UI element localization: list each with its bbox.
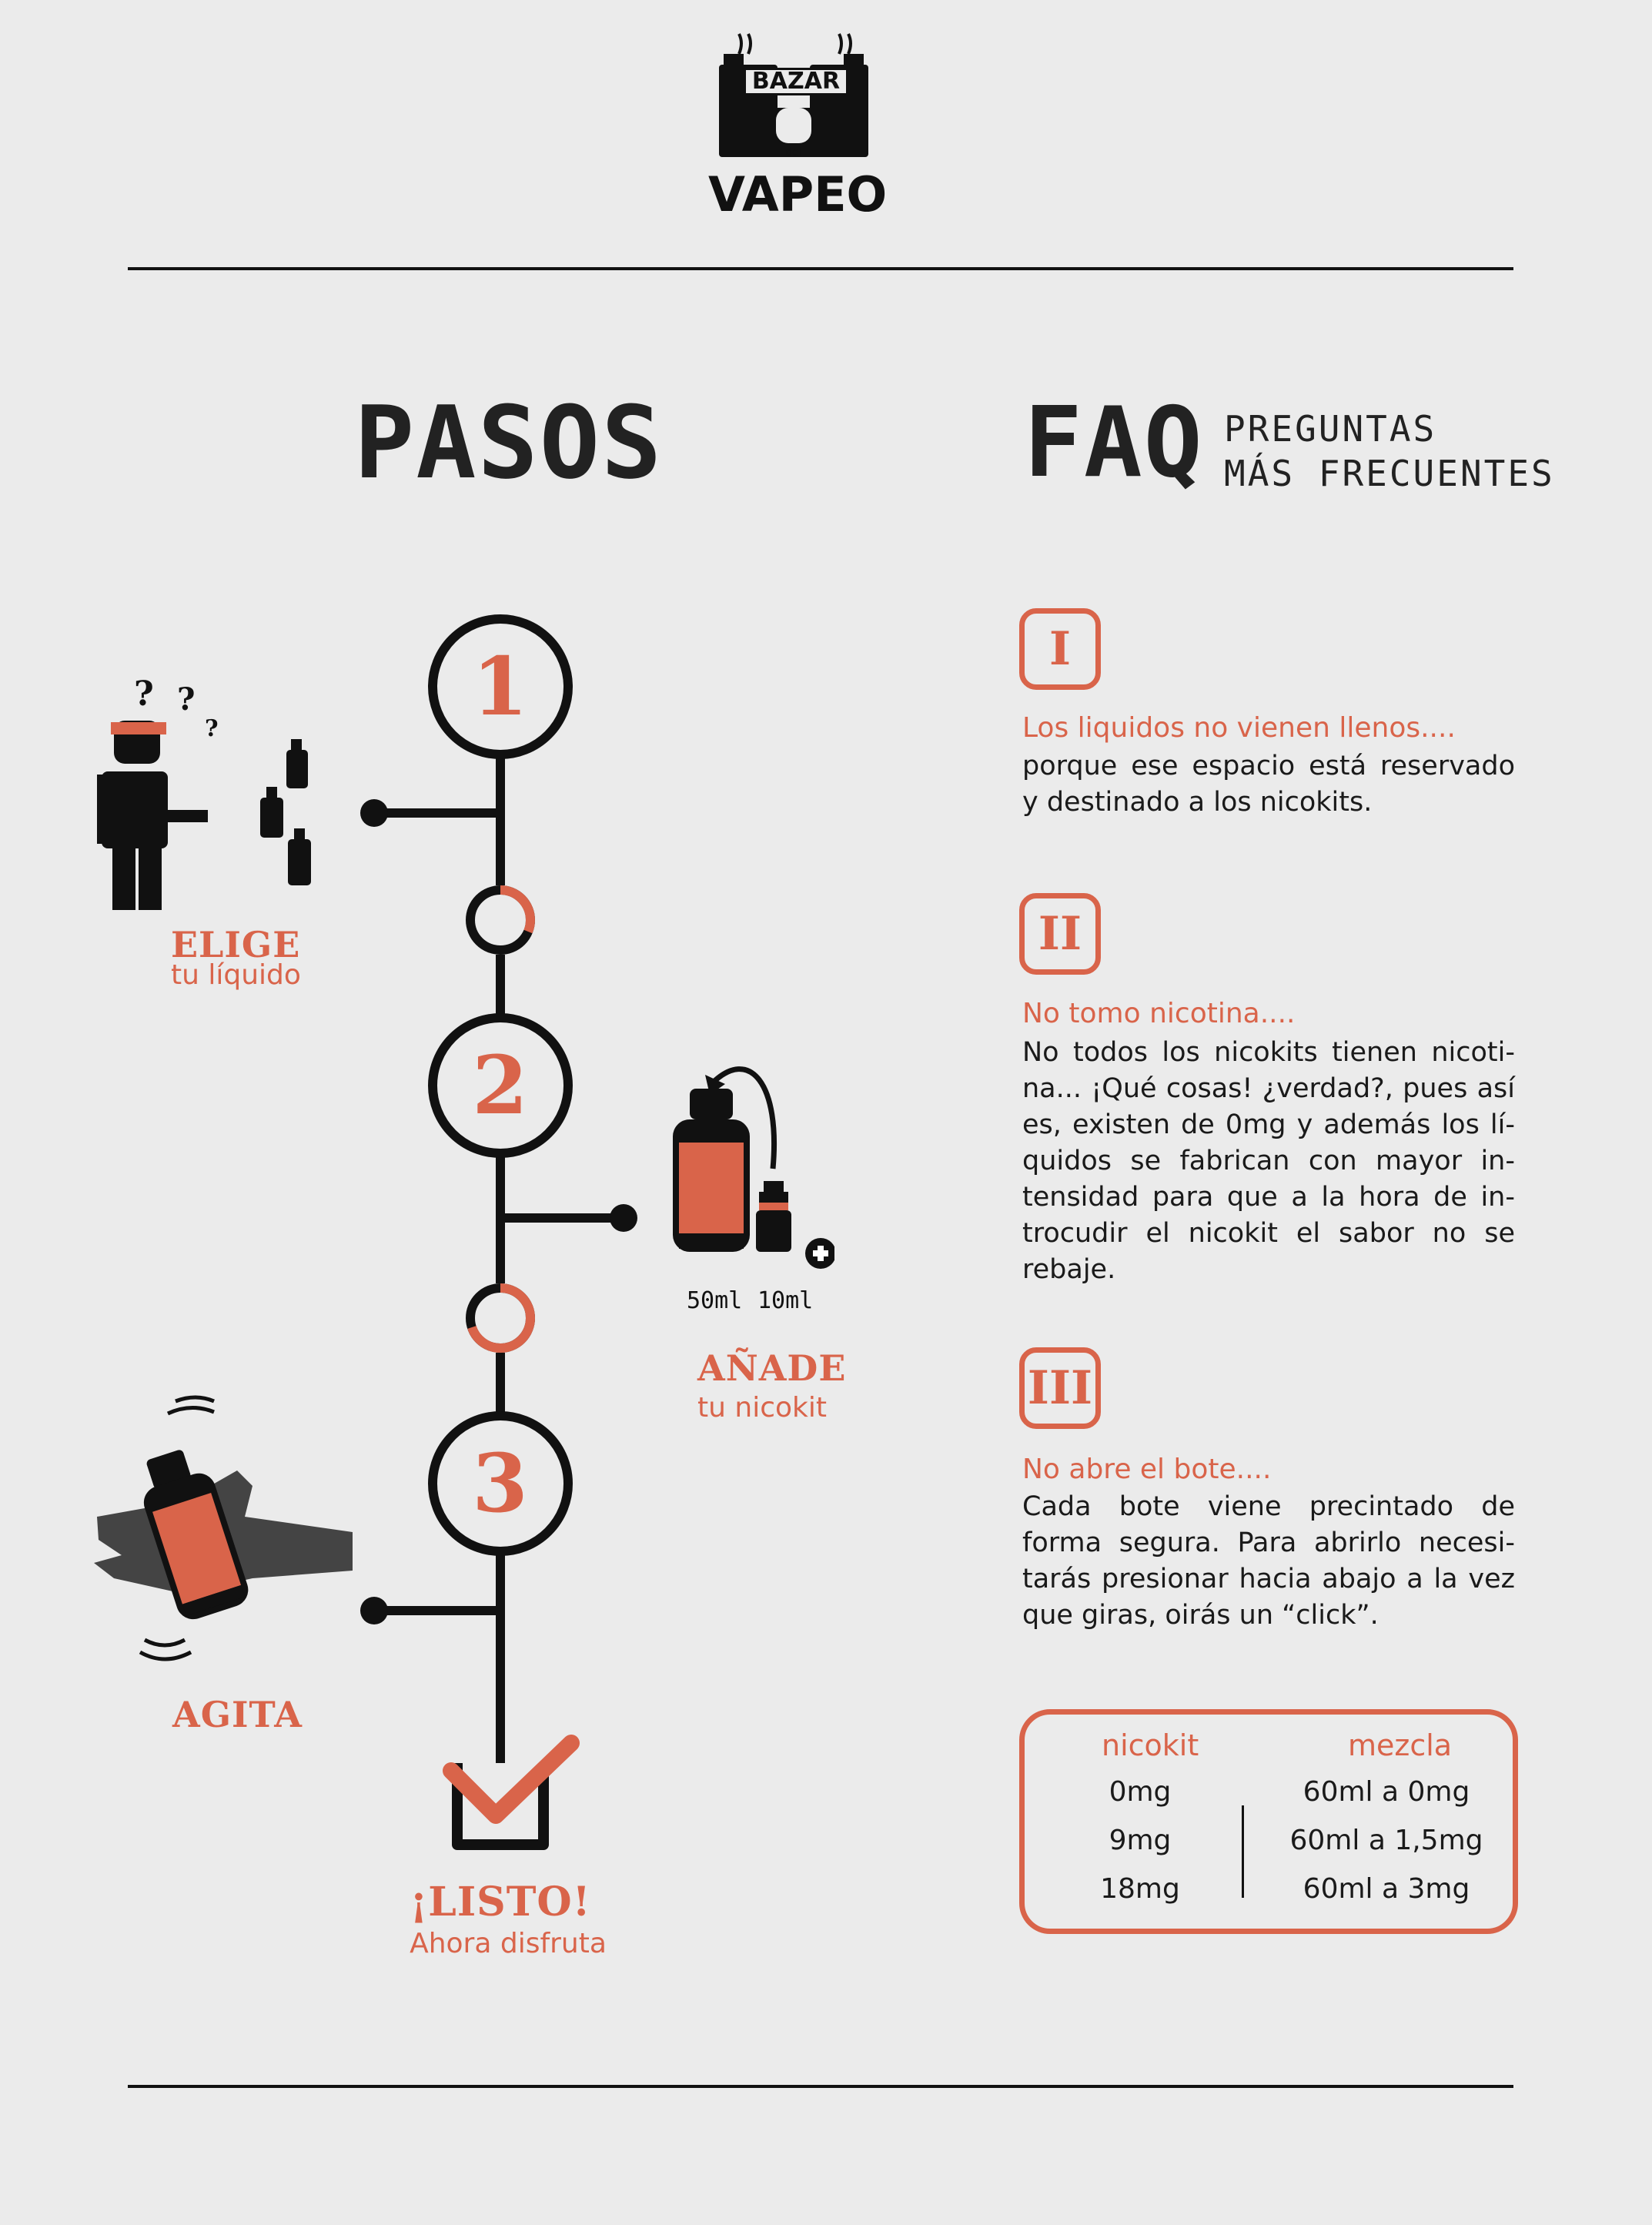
done-sublabel: Ahora disfruta (410, 1928, 607, 1959)
faq-3-answer: Cada bote viene precintado de forma segu… (1022, 1491, 1515, 1631)
logo: BAZAR del VAPEO (708, 31, 888, 223)
table-row-3-nicokit: 18mg (1100, 1873, 1180, 1905)
steps-heading: PASOS (354, 384, 664, 501)
bottle-small-size: 10ml (757, 1287, 814, 1314)
faq-3-numeral: III (1019, 1347, 1101, 1429)
step-1-number: 1 (472, 639, 529, 734)
step-1-label: ELIGE (171, 924, 301, 965)
logo-middle-word: del (785, 146, 802, 159)
top-divider (128, 267, 1513, 270)
step-2-number: 2 (472, 1038, 529, 1133)
faq-1-answer: porque ese espacio está reservado y dest… (1022, 751, 1515, 818)
faq-2-numeral: II (1019, 893, 1101, 975)
svg-text:?: ? (177, 681, 195, 718)
step-2-sublabel: tu nicokit (697, 1392, 827, 1424)
svg-text:?: ? (205, 715, 219, 742)
faq-subheading-2: MÁS FRECUENTES (1224, 453, 1555, 494)
table-row-3-mezcla: 60ml a 3mg (1303, 1873, 1470, 1905)
nicotine-table: nicokit mezcla 0mg 60ml a 0mg 9mg 60ml a… (1019, 1709, 1518, 1934)
bottom-divider (128, 2085, 1513, 2088)
table-row-2-mezcla: 60ml a 1,5mg (1289, 1825, 1483, 1856)
shake-hand-icon (94, 1395, 353, 1661)
done-label: ¡LISTO! (410, 1879, 591, 1926)
table-header-mezcla: mezcla (1348, 1728, 1453, 1762)
faq-2-answer: No todos los nicokits tienen nicoti-na..… (1022, 1037, 1515, 1285)
step-3-circle (428, 1411, 573, 1556)
faq-subheading-1: PREGUNTAS (1224, 408, 1437, 450)
step-3-number: 3 (472, 1436, 529, 1531)
add-nicokit-icon (673, 1066, 834, 1269)
faq-2-question: No tomo nicotina.... (1022, 998, 1296, 1029)
table-divider (1242, 1805, 1244, 1898)
faq-1-numeral: I (1019, 608, 1101, 690)
bottle-big-size: 50ml (687, 1287, 743, 1314)
svg-text:?: ? (134, 674, 154, 714)
table-row-1-nicokit: 0mg (1109, 1776, 1172, 1808)
faq-1-question: Los liquidos no vienen llenos.... (1022, 712, 1456, 744)
step-2-label: AÑADE (697, 1347, 847, 1389)
logo-top-word: BAZAR (744, 68, 848, 95)
table-header-nicokit: nicokit (1102, 1728, 1199, 1762)
faq-heading: FAQ (1024, 386, 1204, 499)
step-1-circle (428, 614, 573, 759)
table-row-2-nicokit: 9mg (1109, 1825, 1172, 1856)
table-row-1-mezcla: 60ml a 0mg (1303, 1776, 1470, 1808)
step-1-sublabel: tu líquido (171, 959, 301, 991)
step-3-label: AGITA (172, 1694, 303, 1735)
logo-bottom-word: VAPEO (708, 166, 888, 222)
confused-person-icon: ? ? ? (97, 674, 219, 910)
step-2-circle (428, 1013, 573, 1158)
bottles-icon (260, 739, 311, 885)
faq-3-question: No abre el bote.... (1022, 1454, 1272, 1485)
